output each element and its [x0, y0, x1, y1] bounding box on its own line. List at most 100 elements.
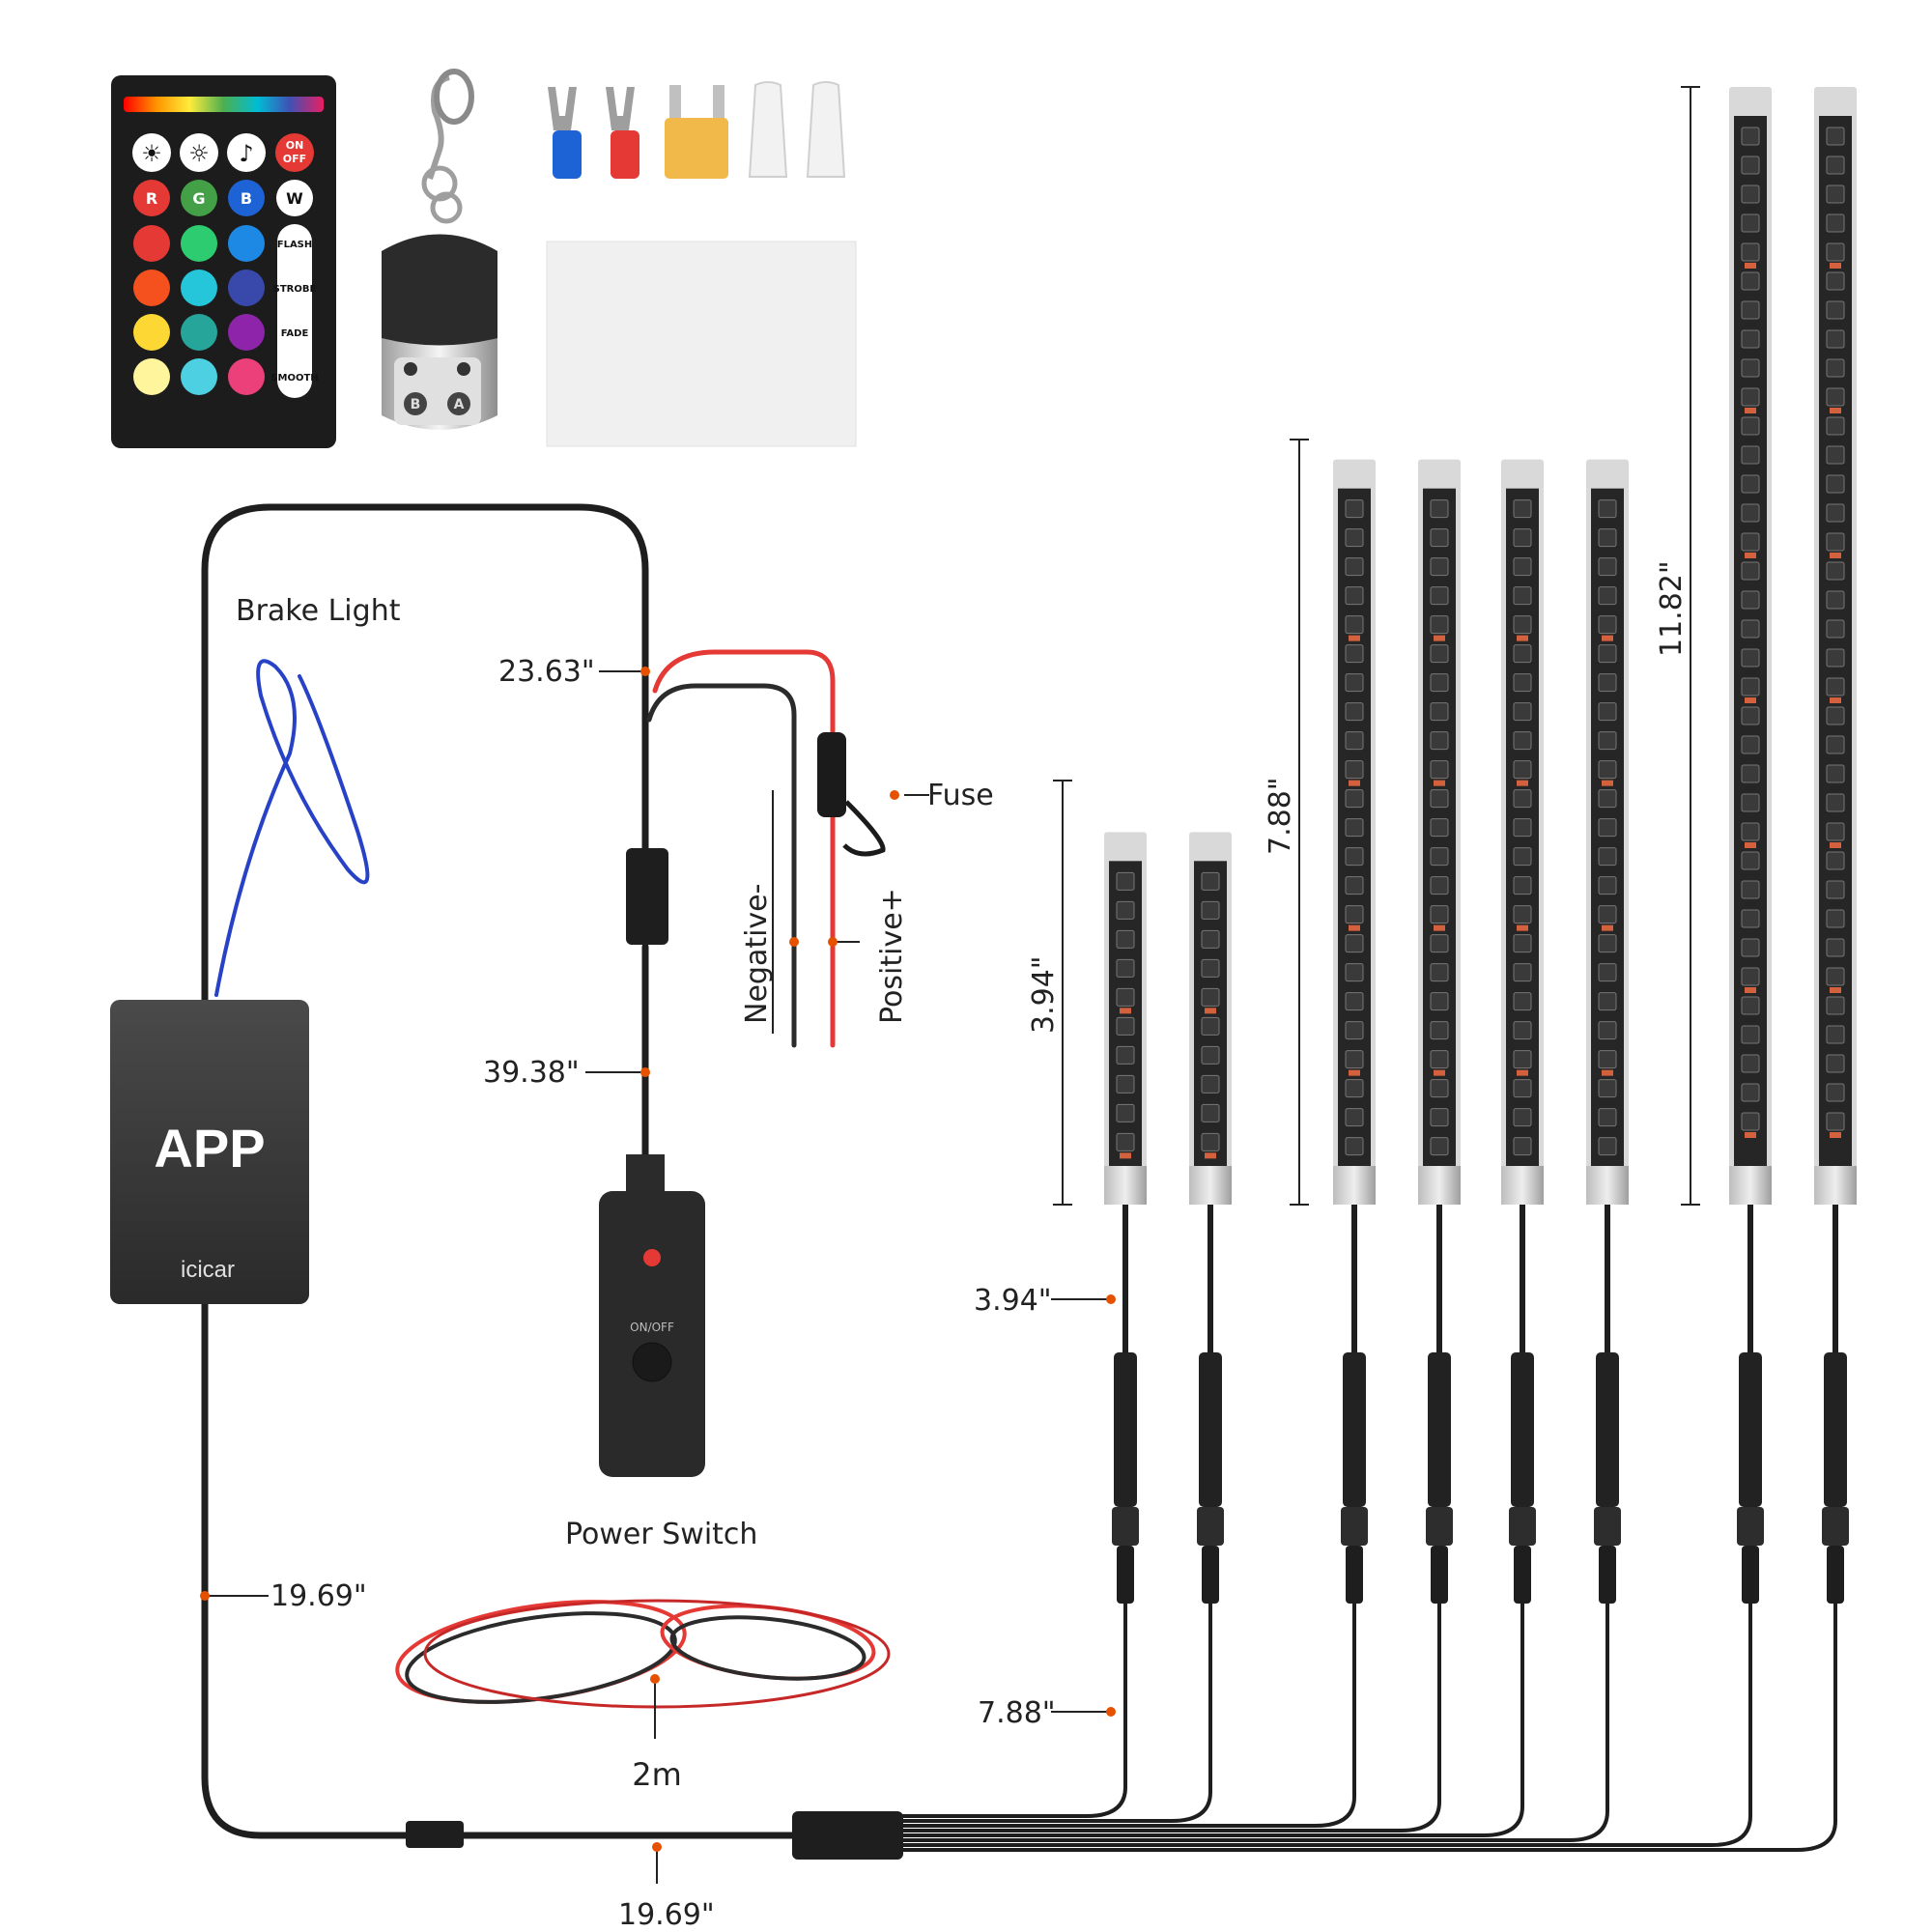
led-chip [1201, 871, 1220, 891]
remote-mode-label: SMOOTH [270, 373, 318, 384]
led-chip [1430, 1079, 1449, 1098]
led-chip [1741, 387, 1760, 407]
box-title: APP [154, 1118, 265, 1179]
led-chip [1826, 677, 1845, 696]
led-chip [1201, 900, 1220, 920]
led-chip [1513, 1108, 1532, 1127]
led-chip [1345, 963, 1364, 982]
led-chip [1116, 929, 1135, 949]
led-chip [1598, 673, 1617, 693]
remote-color-swatch [133, 314, 170, 351]
led-chip [1430, 731, 1449, 751]
led-chip [1598, 1079, 1617, 1098]
strip-plug [1739, 1352, 1762, 1507]
led-chip [1741, 735, 1760, 754]
strip-lead-cable [901, 1202, 1849, 1852]
remote-color-button-g [181, 180, 217, 216]
remote-function-icon: ☼ [188, 140, 210, 167]
strip-plug [1199, 1352, 1222, 1507]
led-chip [1598, 615, 1617, 635]
led-chip [1826, 242, 1845, 262]
strip-socket [1197, 1507, 1224, 1546]
led-chip [1345, 1050, 1364, 1069]
led-chip [1345, 934, 1364, 953]
fob-label-a: A [454, 397, 465, 412]
strip-plug [1428, 1352, 1451, 1507]
strip-lead-cable [901, 1202, 1224, 1823]
brake-light-label: Brake Light [236, 594, 401, 628]
strip-plug [1511, 1352, 1534, 1507]
led-chip [1826, 735, 1845, 754]
led-chip [1513, 586, 1532, 606]
led-chip [1201, 987, 1220, 1007]
power-switch-label: Power Switch [565, 1518, 757, 1551]
led-chip [1345, 876, 1364, 895]
led-chip [1598, 963, 1617, 982]
remote-color-swatch [228, 358, 265, 395]
led-chip [1741, 127, 1760, 146]
led-chip [1826, 387, 1845, 407]
led-chip [1345, 847, 1364, 867]
strip-socket [1112, 1507, 1139, 1546]
led-chip [1430, 586, 1449, 606]
led-chip [1430, 1108, 1449, 1127]
led-chip [1430, 615, 1449, 635]
dimension-dots [200, 667, 1116, 1852]
led-chip [1598, 528, 1617, 548]
led-chip [1116, 1103, 1135, 1122]
led-chip [1513, 673, 1532, 693]
strip-socket [1509, 1507, 1536, 1546]
led-chip [1741, 300, 1760, 320]
led-chip [1598, 1050, 1617, 1069]
led-chip [1826, 329, 1845, 349]
led-chip [1513, 1021, 1532, 1040]
strip-plug [1343, 1352, 1366, 1507]
dim-19-69-bottom: 19.69" [618, 1898, 715, 1932]
led-chip [1826, 648, 1845, 668]
led-chip [1741, 793, 1760, 812]
fuse-label: Fuse [927, 779, 994, 812]
led-chip [1598, 586, 1617, 606]
led-chip [1741, 909, 1760, 928]
remote-mode-label: FLASH [277, 240, 313, 250]
strip-lead-cable [901, 1202, 1139, 1818]
strip-lead-cable [901, 1202, 1536, 1837]
led-chip [1430, 992, 1449, 1011]
led-chip [1345, 673, 1364, 693]
led-chip [1345, 818, 1364, 838]
negative-label: Negative- [740, 884, 774, 1024]
dim-23-63: 23.63" [498, 655, 595, 689]
strip-lead-cable [901, 1202, 1368, 1828]
led-chip [1345, 1079, 1364, 1098]
led-strip [1586, 459, 1629, 1206]
led-chip [1826, 445, 1845, 465]
led-chip [1345, 499, 1364, 519]
led-chip [1741, 213, 1760, 233]
led-chip [1826, 909, 1845, 928]
led-chip [1116, 900, 1135, 920]
led-chip [1826, 851, 1845, 870]
remote-function-icon: ♪ [239, 140, 253, 167]
strip-plug [1114, 1352, 1137, 1507]
led-chip [1116, 871, 1135, 891]
box-brand: icicar [181, 1257, 235, 1283]
led-strip-group [1104, 87, 1857, 1206]
led-chip [1201, 1016, 1220, 1036]
led-chip [1430, 789, 1449, 809]
led-chip [1345, 528, 1364, 548]
dim-strip-3-94: 3.94" [1027, 955, 1061, 1034]
led-chip [1345, 905, 1364, 924]
remote-function-button [227, 133, 266, 172]
fuse-holder [817, 732, 886, 857]
led-chip [1598, 557, 1617, 577]
led-chip [1513, 702, 1532, 722]
led-chip [1741, 329, 1760, 349]
led-chip [1116, 1016, 1135, 1036]
led-chip [1826, 1112, 1845, 1131]
led-chip [1741, 1083, 1760, 1102]
led-chip [1513, 1137, 1532, 1156]
remote-color-label: R [146, 189, 157, 208]
led-chip [1345, 731, 1364, 751]
remote-mode-label: FADE [281, 328, 309, 339]
led-chip [1741, 271, 1760, 291]
